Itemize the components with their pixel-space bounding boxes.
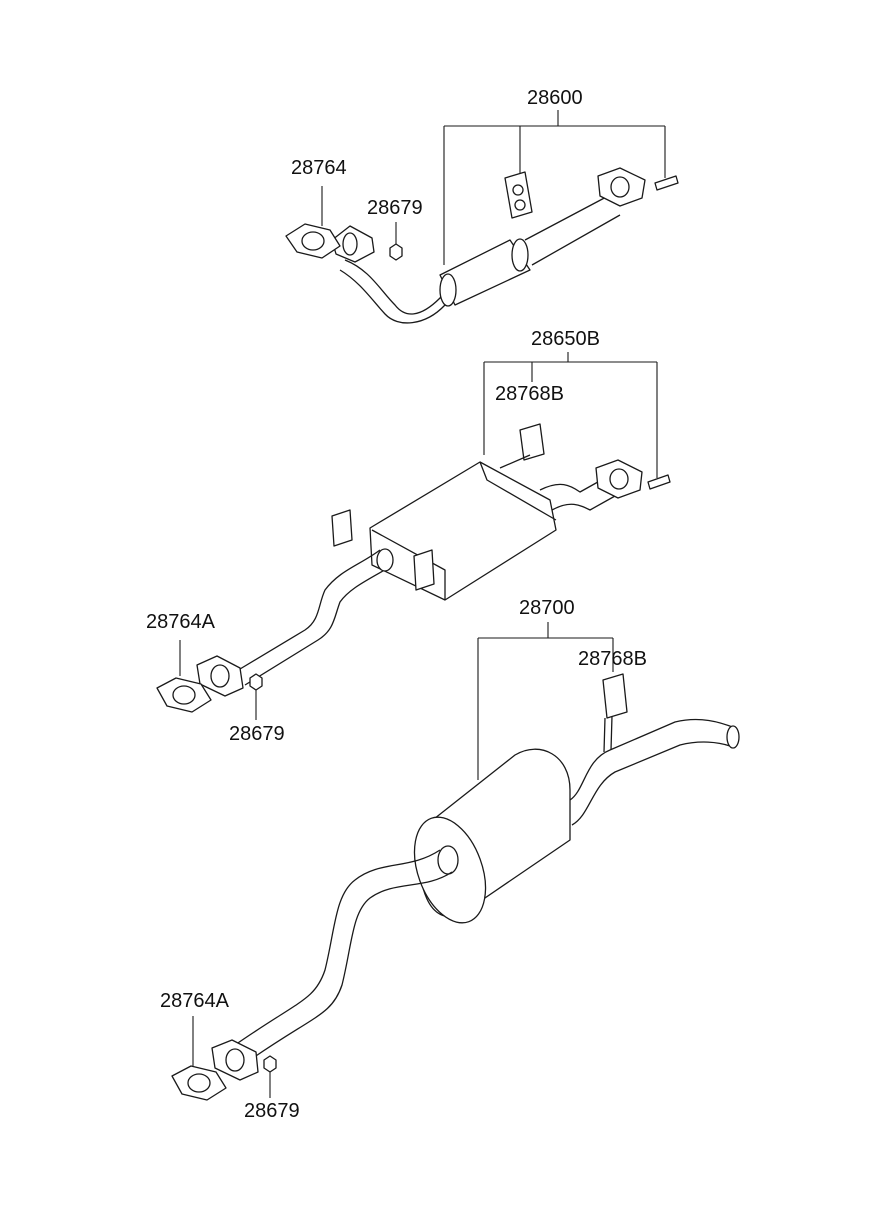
rear-muffler-inlet — [437, 845, 459, 875]
front-pipe-assembly — [331, 110, 679, 324]
leader-28700 — [477, 622, 614, 780]
tail-pipe-tip — [726, 725, 740, 749]
center-outlet-flange-hole — [609, 468, 629, 490]
nut-28679-front-hex — [389, 243, 403, 261]
callout-28679-center: 28679 — [229, 723, 285, 745]
rear-hanger — [602, 673, 628, 719]
callout-28600: 28600 — [527, 87, 583, 109]
front-pipe-flange-hole — [610, 176, 630, 198]
callout-28764A-center: 28764A — [146, 611, 215, 633]
gasket-28764 — [285, 186, 341, 259]
gasket-28764A-center — [156, 640, 212, 713]
rear-hanger-rod — [603, 715, 613, 753]
rear-muffler-assembly — [211, 622, 740, 1081]
nut-28679-front — [389, 222, 403, 261]
center-inlet-pipe-end — [376, 548, 394, 572]
front-pipe-straight — [524, 194, 621, 266]
rear-inlet-pipe-upper — [234, 849, 441, 1046]
callout-28700: 28700 — [519, 597, 575, 619]
center-inlet-pipe-upper — [234, 549, 381, 673]
center-hanger-left — [331, 509, 353, 547]
center-hanger-top — [519, 423, 545, 461]
front-pipe-stud-bolt — [654, 175, 679, 191]
center-muffler-top-edge — [479, 461, 557, 521]
nut-28679-center-hex — [249, 673, 263, 691]
front-hanger-hole-bottom — [514, 199, 526, 211]
gasket-28764A-rear-hole — [187, 1073, 211, 1093]
center-outlet-pipe-upper — [539, 477, 606, 493]
callout-28679-front: 28679 — [367, 197, 423, 219]
front-hanger-hole-top — [512, 184, 524, 196]
nut-28679-rear-hex — [263, 1055, 277, 1073]
center-stud-bolt — [647, 474, 671, 490]
callout-28679-rear: 28679 — [244, 1100, 300, 1122]
callout-28764: 28764 — [291, 157, 347, 179]
callout-28768B-center: 28768B — [495, 383, 564, 405]
rear-inlet-flange-hole — [225, 1048, 245, 1072]
front-pipe-bend-upper — [344, 259, 456, 315]
center-muffler-body — [369, 461, 557, 601]
gasket-28764A-rear — [171, 1016, 227, 1101]
gasket-28764-hole — [301, 231, 325, 251]
callout-28764A-rear: 28764A — [160, 990, 229, 1012]
nut-28679-rear — [263, 1055, 277, 1098]
tail-pipe-lower — [571, 741, 731, 826]
leader-28650B — [483, 352, 658, 478]
rear-inlet-pipe-lower — [249, 871, 453, 1061]
tail-pipe-upper — [569, 718, 736, 801]
center-muffler-front-edge — [371, 529, 446, 600]
gasket-28764A-center-hole — [172, 685, 196, 705]
front-pipe-bend-lower — [339, 269, 446, 324]
nut-28679-center — [249, 673, 263, 720]
center-hanger-middle — [413, 549, 435, 591]
center-inlet-flange-hole — [210, 664, 230, 688]
center-hanger-rod — [499, 454, 531, 469]
center-muffler-assembly — [196, 352, 671, 697]
center-outlet-pipe-lower — [551, 495, 616, 511]
front-cat-inlet-cone — [439, 273, 457, 307]
callout-28768B-rear: 28768B — [578, 648, 647, 670]
leader-28600 — [443, 110, 666, 265]
callout-28650B: 28650B — [531, 328, 600, 350]
front-pipe-inlet-hole — [342, 232, 358, 256]
front-cat-outlet-cone — [511, 238, 529, 272]
center-inlet-pipe-lower — [244, 567, 389, 686]
